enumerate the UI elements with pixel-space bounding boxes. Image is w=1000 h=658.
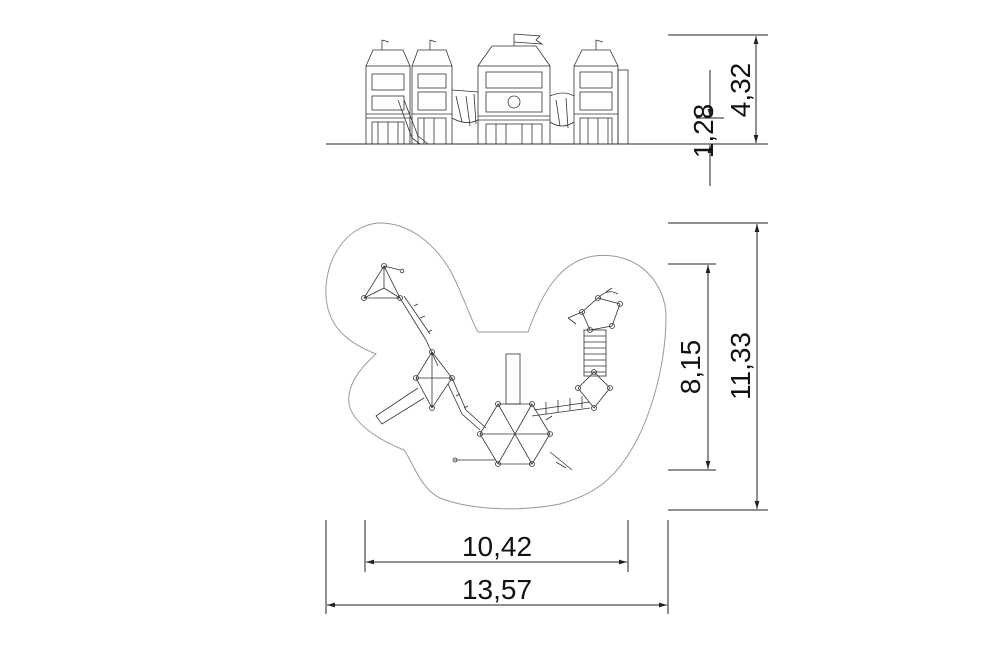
plan-tower-top-right [567, 287, 623, 333]
net-bridge-left [451, 89, 479, 127]
plan-climbing-net-2 [447, 377, 487, 431]
tower-left [365, 39, 411, 145]
plan-climbing-net-1 [399, 295, 439, 367]
dimension-safety-width: 13,57 [325, 520, 669, 614]
dimension-label-equipment-depth: 8,15 [675, 340, 706, 395]
dimension-equipment-depth: 8,15 [668, 263, 716, 471]
dimension-equipment-width: 10,42 [364, 520, 629, 572]
dimension-label-safety-depth: 11,33 [725, 332, 756, 400]
dimension-label-platform-height: 1,28 [688, 104, 719, 159]
dimension-safety-depth: 11,33 [668, 222, 768, 511]
safety-zone-outline [325, 222, 667, 510]
plan-tower-right [575, 329, 613, 411]
elevation-view: 4,32 1,28 [326, 33, 768, 186]
tower-central [477, 33, 551, 145]
dimension-platform-height: 1,28 [688, 70, 724, 186]
dimension-label-equipment-width: 10,42 [462, 531, 532, 562]
plan-view: 8,15 11,33 10,42 13,57 [325, 222, 768, 614]
tower-right [573, 39, 629, 145]
plan-tower-diamond [413, 349, 455, 411]
plan-bridge [531, 396, 591, 421]
tower-second [411, 39, 453, 145]
plan-slide [375, 387, 425, 425]
dimension-label-safety-width: 13,57 [462, 574, 532, 605]
dimension-label-total-height: 4,32 [725, 63, 756, 118]
dimension-total-height: 4,32 [668, 34, 768, 145]
net-bridge-right [549, 92, 575, 129]
plan-tower-top-left [361, 263, 405, 301]
plan-tower-central [452, 353, 573, 471]
